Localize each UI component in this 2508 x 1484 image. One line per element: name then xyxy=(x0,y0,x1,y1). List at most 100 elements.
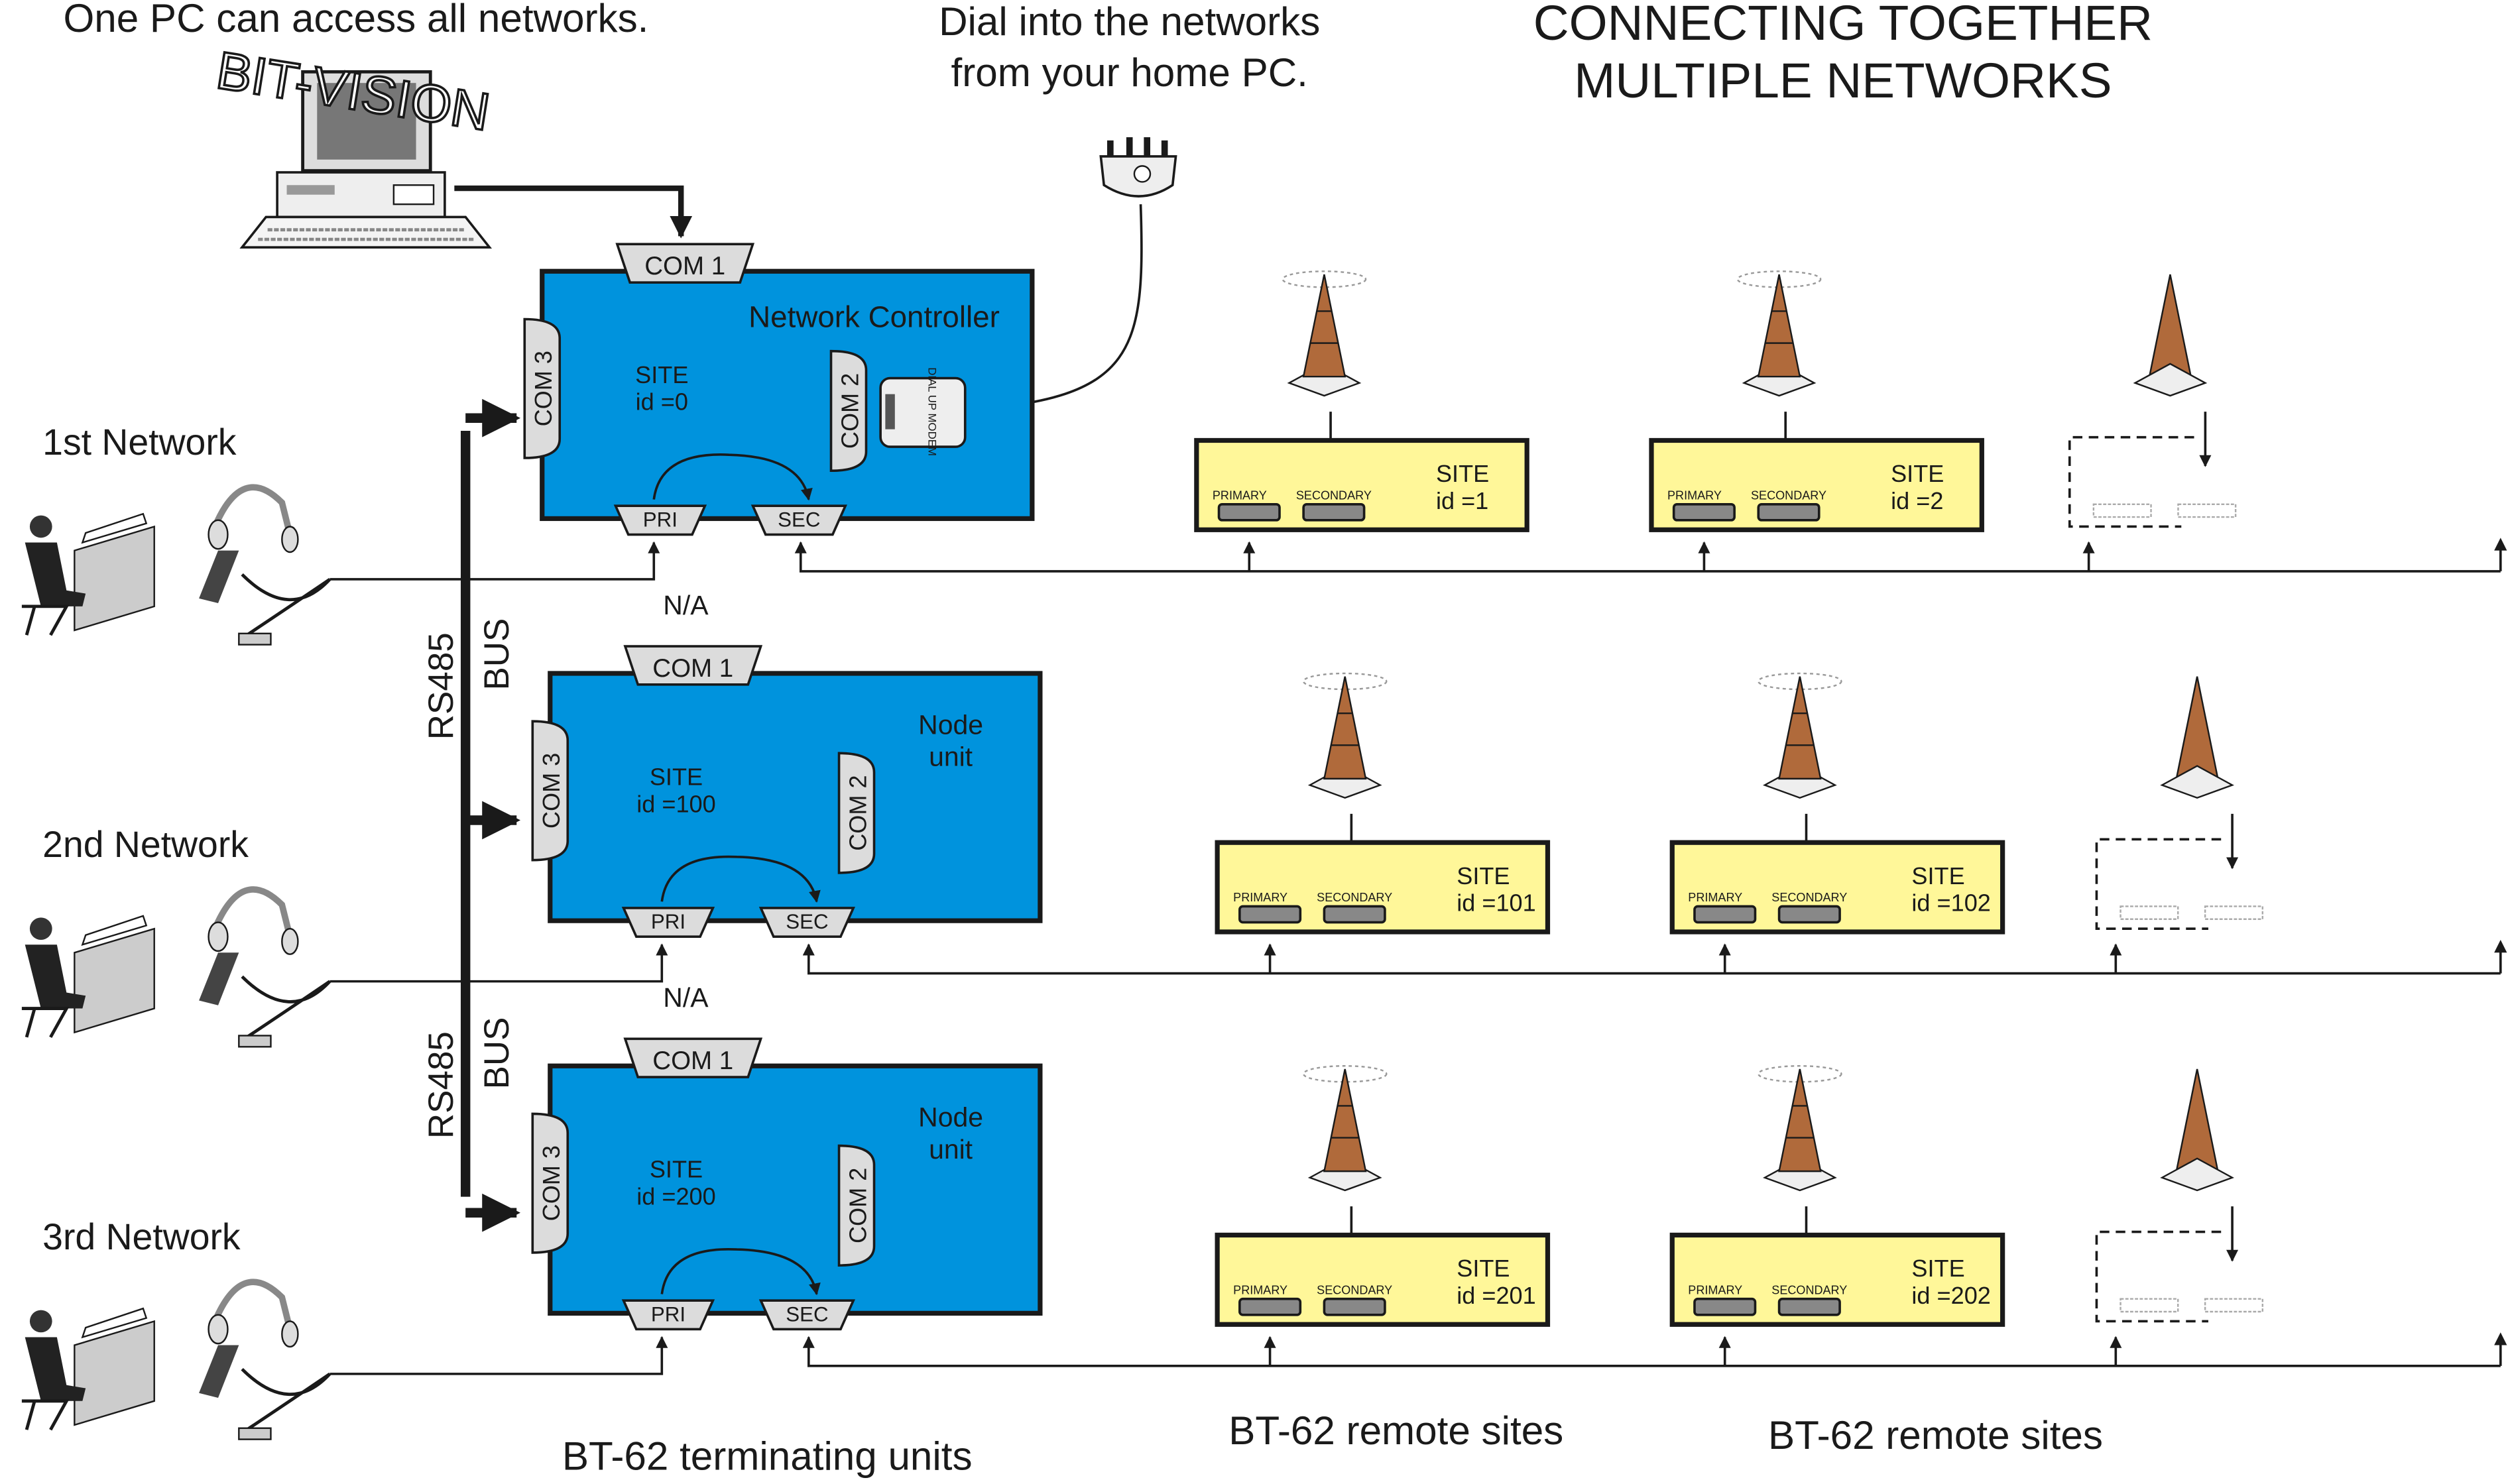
com3-port-shape xyxy=(531,1112,569,1254)
com2-port-label: COM 2 xyxy=(844,775,871,850)
signal xyxy=(1302,672,1388,691)
future-site-dashed-box xyxy=(2095,1230,2222,1323)
com2-port-shape xyxy=(829,349,868,473)
ear-pad xyxy=(281,526,299,553)
radio-tower-icon xyxy=(2160,676,2234,799)
chair xyxy=(21,604,70,636)
primary-label: PRIMARY xyxy=(1688,891,1742,904)
phone-plug-icon xyxy=(1099,137,1177,198)
faded-connector xyxy=(2120,905,2179,920)
operator-desk-icon xyxy=(21,915,155,1039)
chair xyxy=(21,1007,70,1039)
unit-name-line1: Node xyxy=(918,1102,983,1133)
terminating-unit-box xyxy=(548,1063,1043,1316)
arrow-head xyxy=(2494,1332,2507,1345)
secondary-label: SECONDARY xyxy=(1317,1284,1392,1297)
com3-port-label: COM 3 xyxy=(530,351,557,426)
tower-base xyxy=(2160,1157,2234,1192)
db9-connector xyxy=(1323,1297,1386,1316)
faded-connector xyxy=(2204,1298,2264,1313)
pri-sec-loop-arrow xyxy=(652,453,813,501)
radio-tower-icon xyxy=(1282,270,1367,397)
com3-port: COM 3 xyxy=(531,1112,569,1254)
secondary-label: SECONDARY xyxy=(1771,1284,1847,1297)
site-label: SITE xyxy=(650,1156,703,1183)
sec-port: SEC xyxy=(758,907,855,939)
remote-site-id: id =1 xyxy=(1436,487,1488,514)
db9-connector xyxy=(1672,502,1736,522)
unit-name-line2: unit xyxy=(929,742,973,772)
tower-base xyxy=(2133,363,2208,397)
pri-port: PRI xyxy=(613,504,707,536)
headset-cable xyxy=(241,975,331,1042)
faded-connector xyxy=(2120,1298,2179,1313)
com3-port-label: COM 3 xyxy=(538,753,565,828)
db9-connector xyxy=(1302,502,1366,522)
headband xyxy=(211,484,294,536)
tower xyxy=(2175,1068,2219,1172)
future-site-dashed-box xyxy=(2095,838,2222,930)
network-label: 3rd Network xyxy=(42,1216,241,1257)
operator-head xyxy=(29,917,52,941)
modem-body xyxy=(879,376,967,448)
headset-cable xyxy=(241,573,331,640)
tower xyxy=(1323,1068,1367,1172)
com1-port-label: COM 1 xyxy=(652,1047,733,1075)
sec-link-line xyxy=(801,543,2502,573)
primary-label: PRIMARY xyxy=(1233,1284,1287,1297)
headset-icon xyxy=(199,886,331,1048)
radio-tower-icon xyxy=(1758,1065,1842,1192)
ear-pad xyxy=(281,1320,299,1348)
pri-port-shape xyxy=(621,907,715,939)
pri-port-label: PRI xyxy=(643,508,678,531)
com1-port-label: COM 1 xyxy=(644,252,725,280)
radio-tower-icon xyxy=(2133,274,2208,397)
tower xyxy=(2175,676,2219,780)
db9-connector xyxy=(1238,905,1302,924)
radio-tower-icon xyxy=(1736,270,1822,397)
com2-port: COM 2 xyxy=(837,752,876,874)
site-label: SITE xyxy=(650,764,703,791)
title-line2: MULTIPLE NETWORKS xyxy=(1574,52,2112,108)
footer-remote-sites-2: BT-62 remote sites xyxy=(1768,1413,2103,1457)
modem-slot xyxy=(885,394,895,429)
console xyxy=(81,512,148,544)
remote-site-label: SITE xyxy=(1457,862,1510,889)
pri-link-line xyxy=(329,943,668,983)
network-label: 1st Network xyxy=(42,422,237,463)
dial-up-modem: DIAL UP MODEM xyxy=(879,367,967,456)
remote-site-label: SITE xyxy=(1457,1255,1510,1282)
dial-heading-line2: from your home PC. xyxy=(951,50,1308,95)
remote-site-id: id =102 xyxy=(1911,889,1990,917)
pri-port: PRI xyxy=(621,907,715,939)
tower-base xyxy=(2160,765,2234,799)
com2-port-label: COM 2 xyxy=(836,373,863,449)
com2-port: COM 2 xyxy=(837,1144,876,1267)
com2-port: COM 2 xyxy=(829,349,868,473)
db9-connector xyxy=(1693,1297,1757,1316)
signal xyxy=(1282,270,1367,288)
remote-site-label: SITE xyxy=(1911,1255,1964,1282)
operator-desk-icon xyxy=(21,1307,155,1431)
unit-name: Network Controller xyxy=(748,300,1000,334)
secondary-label: SECONDARY xyxy=(1751,489,1826,502)
site-id: id =200 xyxy=(636,1183,715,1210)
tower xyxy=(1302,274,1346,378)
arrow-head xyxy=(2494,940,2507,953)
secondary-label: SECONDARY xyxy=(1317,891,1392,904)
rs485-label: RS485 xyxy=(422,1031,461,1139)
future-site-dashed-box xyxy=(2068,435,2194,528)
arrow-head xyxy=(2494,538,2507,551)
handset xyxy=(199,550,239,604)
bus-label: BUS xyxy=(477,618,516,691)
com3-port: COM 3 xyxy=(523,317,562,459)
signal xyxy=(1736,270,1822,288)
headband xyxy=(211,1279,294,1330)
bus-label: BUS xyxy=(477,1017,516,1090)
radio-tower-icon xyxy=(1758,672,1842,799)
headband xyxy=(211,886,294,938)
modem-label: DIAL UP MODEM xyxy=(926,367,938,456)
pri-port-shape xyxy=(613,504,707,536)
pri-port-shape xyxy=(621,1299,715,1331)
